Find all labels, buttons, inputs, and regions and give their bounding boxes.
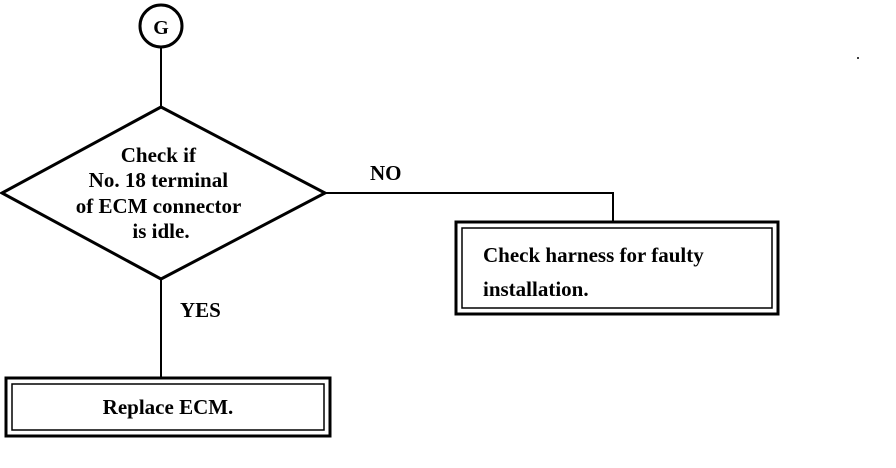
no-action-text: Check harness for faulty installation. (483, 243, 709, 301)
no-action-box: Check harness for faulty installation. (454, 220, 780, 316)
yes-label: YES (180, 298, 221, 322)
decision-line-2: No. 18 terminal (89, 168, 229, 192)
yes-action-outer-border (4, 376, 332, 438)
decision-text: Check if No. 18 terminal of ECM connecto… (76, 143, 247, 243)
connector-label: G (153, 17, 169, 39)
no-branch: NO (325, 161, 614, 222)
yes-branch: YES (160, 279, 221, 378)
yes-action-inner-border (11, 383, 325, 431)
yes-action-box: Replace ECM. (4, 376, 332, 438)
no-action-line-1: Check harness for faulty (483, 243, 704, 267)
no-action-outer-border (454, 220, 780, 316)
decision-diamond: Check if No. 18 terminal of ECM connecto… (0, 105, 329, 281)
decision-shape (0, 105, 329, 281)
scan-speck (857, 57, 859, 59)
no-action-line-2: installation. (483, 277, 589, 301)
no-branch-line (325, 192, 614, 222)
no-action-inner-border (461, 227, 773, 309)
decision-line-4: is idle. (132, 219, 189, 243)
decision-line-3: of ECM connector (76, 194, 241, 218)
connector-g: G (138, 3, 184, 49)
yes-action-text: Replace ECM. (103, 395, 234, 419)
decision-line-1: Check if (121, 143, 197, 167)
no-label: NO (370, 161, 402, 185)
